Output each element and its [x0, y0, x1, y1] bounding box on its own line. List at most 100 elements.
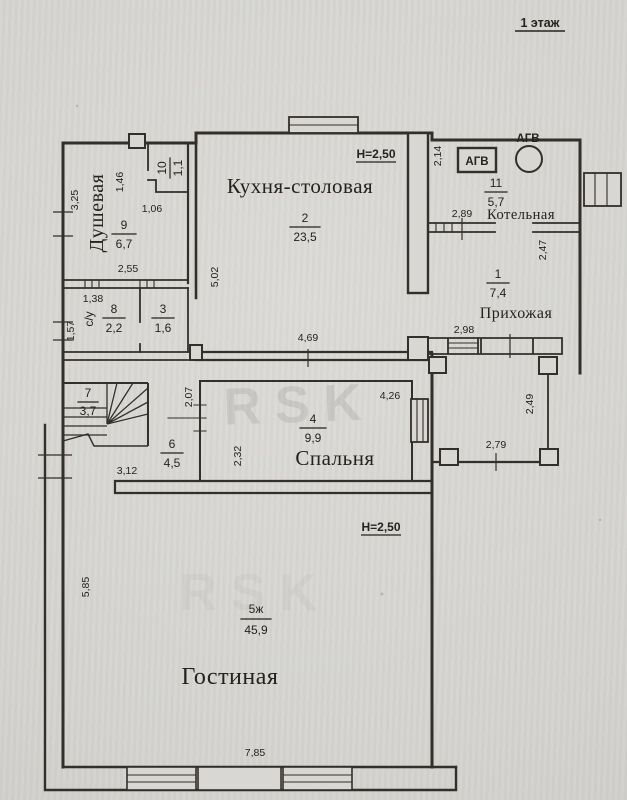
fraction-corridor: 6 4,5: [160, 437, 184, 470]
dim-bedroom-left-upper: 2,07: [183, 387, 195, 408]
fraction-hall: 1 7,4: [486, 267, 510, 300]
height-notes: Н=2,50 Н=2,50: [356, 147, 401, 536]
fraction-storage: 10 1,1: [155, 157, 185, 179]
label-shower: Душевая: [86, 174, 108, 253]
fraction-kitchen: 2 23,5: [289, 211, 321, 244]
shower-number: 9: [121, 218, 128, 232]
room-fractions: 2 23,5 9 6,7 10 1,1 8 2,2 3 1,6 11 5,7: [77, 157, 510, 637]
tick-left-stair-window: [38, 454, 72, 479]
dim-storage-opening: 1,06: [142, 203, 163, 215]
living-area: 45,9: [244, 623, 268, 637]
dim-living-bottom: 7,85: [245, 747, 266, 759]
porch-post-bottomright: [539, 448, 559, 466]
wall-hall-bottom: [427, 337, 563, 355]
speck-2: [75, 104, 79, 108]
fraction-boiler: 11 5,7: [484, 176, 508, 209]
stair-break-line: [62, 433, 148, 447]
porch: [428, 356, 559, 466]
wall-top-right: [61, 131, 582, 375]
speck-3: [598, 518, 602, 522]
watermark-text: RSK: [223, 373, 377, 436]
pantry-number: 3: [160, 302, 167, 316]
agv-tank-label: АГВ: [516, 133, 539, 145]
floor-title: 1 этаж: [515, 16, 565, 32]
floor-label: 1 этаж: [520, 16, 559, 30]
agv-tank-circle: [515, 145, 543, 173]
wall-wc-partitions: [139, 287, 189, 353]
boiler-equipment: АГВ АГВ: [456, 133, 543, 174]
dim-hall-bottom: 2,98: [454, 324, 475, 336]
height-kitchen: Н=2,50: [356, 147, 395, 161]
watermark-text-2: RSK: [179, 564, 331, 622]
stair-enclosure: [63, 382, 149, 446]
staircase: [62, 382, 149, 447]
wall-shower-bottom-hatch: [84, 279, 155, 289]
pantry-area: 1,6: [155, 321, 172, 335]
corridor-number: 6: [169, 437, 176, 451]
pier-kitchen-boiler: [406, 131, 430, 295]
window-boiler-right: [583, 172, 622, 207]
door-bottom-center: [197, 766, 282, 791]
stair-winders: [106, 382, 149, 425]
scan-specks: [75, 104, 602, 596]
stair-number: 7: [85, 386, 92, 400]
window-bottom-left-mullions: [127, 774, 196, 783]
wall-storage-closet: [147, 142, 189, 193]
speck-1: [380, 592, 384, 596]
boiler-area: 5,7: [488, 195, 505, 209]
dim-living-left: 5,85: [80, 577, 92, 598]
shower-area: 6,7: [116, 237, 133, 251]
fraction-pantry: 3 1,6: [151, 302, 175, 335]
dim-boiler-left: 2,14: [432, 146, 444, 167]
bedroom-number: 4: [310, 412, 317, 426]
wall-corridor-top: [194, 350, 434, 362]
wall-shower-bottom: [62, 279, 189, 289]
label-boiler: Котельная: [487, 207, 555, 223]
kitchen-area: 23,5: [293, 230, 317, 244]
height-living: Н=2,50: [361, 520, 400, 534]
porch-post-topright: [538, 356, 558, 375]
windows: [126, 116, 622, 791]
corridor-area: 4,5: [164, 456, 181, 470]
window-bedroom-mullions: [416, 399, 424, 442]
wall-piers: [128, 131, 430, 361]
agv-unit-box: [456, 146, 498, 174]
label-hall: Прихожая: [480, 305, 553, 322]
dim-hall-right: 2,47: [537, 240, 549, 261]
wc-area: 2,2: [106, 321, 123, 335]
dim-kitchen-left: 5,02: [209, 267, 221, 288]
dim-bedroom-top: 4,26: [380, 390, 401, 402]
dimension-labels: 3,25 1,46 1,06 2,55 1,38 1,57 5,02 4,69 …: [65, 146, 549, 759]
wall-boiler-bottom-hatch: [435, 222, 453, 233]
window-boiler-right-mullions: [594, 173, 608, 206]
wall-hall-window-hatch: [447, 342, 479, 349]
wall-wc-bottom: [62, 351, 189, 361]
storage-area: 1,1: [171, 159, 185, 176]
hall-area: 7,4: [490, 286, 507, 300]
dim-shower-left: 3,25: [69, 190, 81, 211]
pier-corridor-right: [407, 336, 429, 361]
dim-corridor-span: 4,69: [298, 332, 319, 344]
fraction-wc: 8 2,2: [102, 302, 126, 335]
fraction-living: 5ж 45,9: [240, 602, 272, 637]
dim-shower-mid: 1,46: [114, 172, 126, 193]
storage-number: 10: [155, 161, 169, 175]
dim-shower-bottom: 2,55: [118, 263, 139, 275]
interior-walls: [62, 131, 581, 495]
dimension-ticks: [38, 211, 511, 479]
window-bottom-left: [126, 766, 197, 791]
window-bedroom-porch: [410, 398, 429, 443]
watermark: RSK: [223, 373, 377, 436]
fraction-shower: 9 6,7: [111, 218, 137, 251]
porch-post-bottomleft: [439, 448, 459, 466]
dim-bedroom-left-lower: 2,32: [232, 446, 244, 467]
chimney-flue: [128, 133, 146, 149]
dim-porch-bottom: 2,79: [486, 439, 507, 451]
dim-corridor-bottom: 3,12: [117, 465, 138, 477]
wall-bedroom-left-hatch: [193, 404, 207, 432]
label-bedroom: Спальня: [295, 446, 374, 470]
tick-left-shower: [53, 211, 73, 237]
living-number: 5ж: [249, 602, 264, 616]
agv-unit-label: АГВ: [465, 156, 488, 168]
